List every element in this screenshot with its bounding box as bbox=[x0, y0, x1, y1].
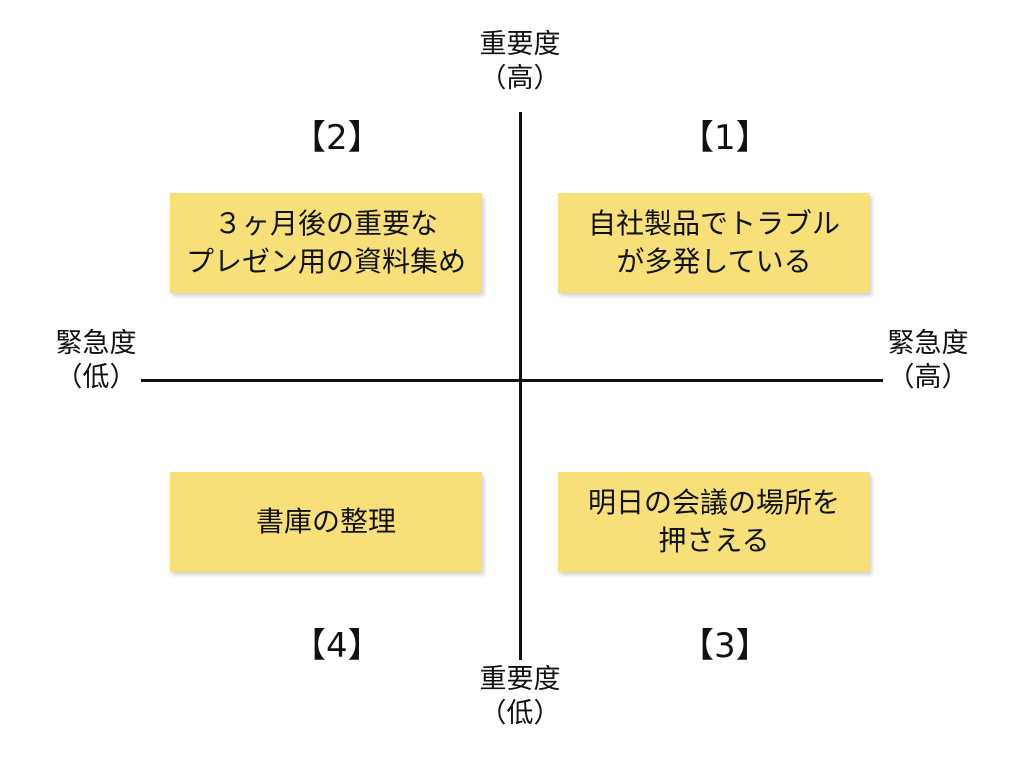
axis-label-importance-high: 重要度 （高） bbox=[470, 28, 570, 96]
note-text-line: 書庫の整理 bbox=[255, 505, 396, 538]
note-text-line: 押さえる bbox=[658, 524, 770, 557]
quadrant-3-number: 【3】 bbox=[680, 626, 770, 666]
sticky-note-quadrant-3: 明日の会議の場所を 押さえる bbox=[558, 472, 870, 572]
axis-label-urgency-low-level: （低） bbox=[55, 362, 137, 393]
axis-label-urgency-low-title: 緊急度 bbox=[55, 328, 137, 359]
axis-label-importance-high-level: （高） bbox=[479, 63, 561, 94]
horizontal-axis-urgency bbox=[141, 379, 883, 382]
axis-label-importance-low-level: （低） bbox=[479, 698, 561, 729]
sticky-note-quadrant-2: ３ヶ月後の重要な プレゼン用の資料集め bbox=[170, 193, 482, 293]
axis-label-urgency-low: 緊急度 （低） bbox=[46, 327, 146, 395]
quadrant-1-number: 【1】 bbox=[680, 118, 770, 158]
axis-label-urgency-high-title: 緊急度 bbox=[887, 328, 969, 359]
quadrant-4-number: 【4】 bbox=[292, 626, 382, 666]
note-text-line: が多発している bbox=[616, 245, 812, 278]
note-text-line: ３ヶ月後の重要な bbox=[213, 207, 438, 240]
note-text-line: プレゼン用の資料集め bbox=[185, 245, 466, 278]
quadrant-2-number: 【2】 bbox=[292, 118, 382, 158]
note-text-line: 明日の会議の場所を bbox=[587, 486, 840, 519]
sticky-note-quadrant-1: 自社製品でトラブル が多発している bbox=[558, 193, 870, 293]
sticky-note-quadrant-4: 書庫の整理 bbox=[170, 472, 482, 572]
axis-label-urgency-high-level: （高） bbox=[887, 362, 969, 393]
note-text-line: 自社製品でトラブル bbox=[587, 207, 840, 240]
axis-label-urgency-high: 緊急度 （高） bbox=[878, 327, 978, 395]
axis-label-importance-low: 重要度 （低） bbox=[470, 663, 570, 731]
vertical-axis-importance bbox=[519, 112, 522, 660]
axis-label-importance-high-title: 重要度 bbox=[479, 29, 561, 60]
axis-label-importance-low-title: 重要度 bbox=[479, 664, 561, 695]
